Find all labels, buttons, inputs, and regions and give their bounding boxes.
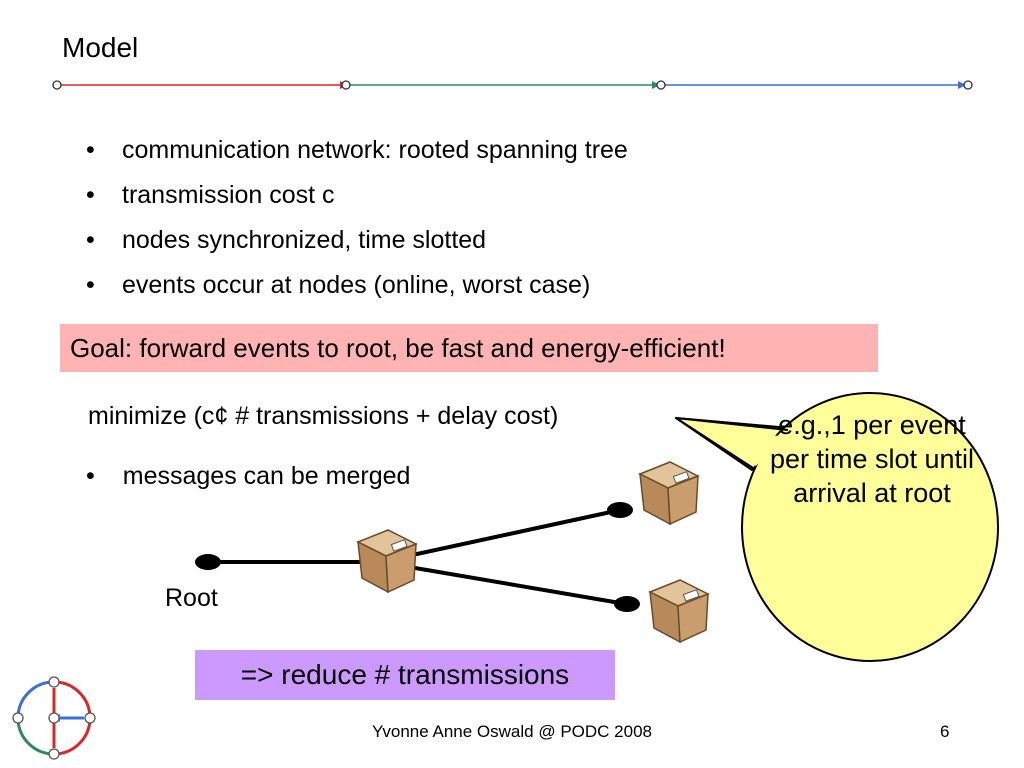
list-item: • events occur at nodes (online, worst ca… (72, 263, 628, 308)
root-label: Root (165, 584, 218, 612)
bullet-list: • communication network: rooted spanning … (72, 128, 628, 308)
package-icon (356, 529, 418, 594)
logo-icon (12, 676, 96, 760)
bullet-text: nodes synchronized, time slotted (122, 226, 487, 254)
sub-bullet-text: messages can be merged (122, 462, 411, 490)
page-number: 6 (940, 722, 950, 741)
list-item: • transmission cost c (72, 173, 628, 218)
bullet-text: events occur at nodes (online, worst cas… (122, 271, 591, 299)
list-item: • communication network: rooted spanning … (72, 128, 628, 173)
bullet-marker: • (86, 462, 95, 490)
page-title: Model (62, 32, 139, 63)
root-node (195, 554, 221, 570)
bullet-marker: • (86, 226, 95, 254)
package-icon (648, 579, 710, 644)
tree-diagram (195, 502, 640, 612)
bullet-marker: • (86, 181, 95, 209)
title-arrow-line (52, 80, 973, 90)
sub-bullet: • messages can be merged (86, 462, 410, 491)
list-item: • nodes synchronized, time slotted (72, 218, 628, 263)
callout-text: e.g.,1 per event per time slot until arr… (769, 410, 975, 508)
bullet-text: communication network: rooted spanning t… (122, 136, 628, 164)
callout-bubble (675, 392, 999, 662)
leaf-node-bottom (614, 596, 640, 612)
footer-text: Yvonne Anne Oswald @ PODC 2008 (372, 722, 652, 741)
bullet-marker: • (86, 271, 95, 299)
package-icon (638, 461, 700, 526)
bullet-text: transmission cost c (122, 181, 335, 209)
reduce-box: => reduce # transmissions (195, 650, 615, 700)
goal-box: Goal: forward events to root, be fast an… (60, 324, 878, 372)
minimize-text: minimize (c¢ # transmissions + delay cos… (88, 402, 559, 430)
leaf-node-top (607, 502, 633, 518)
bullet-marker: • (86, 136, 95, 164)
